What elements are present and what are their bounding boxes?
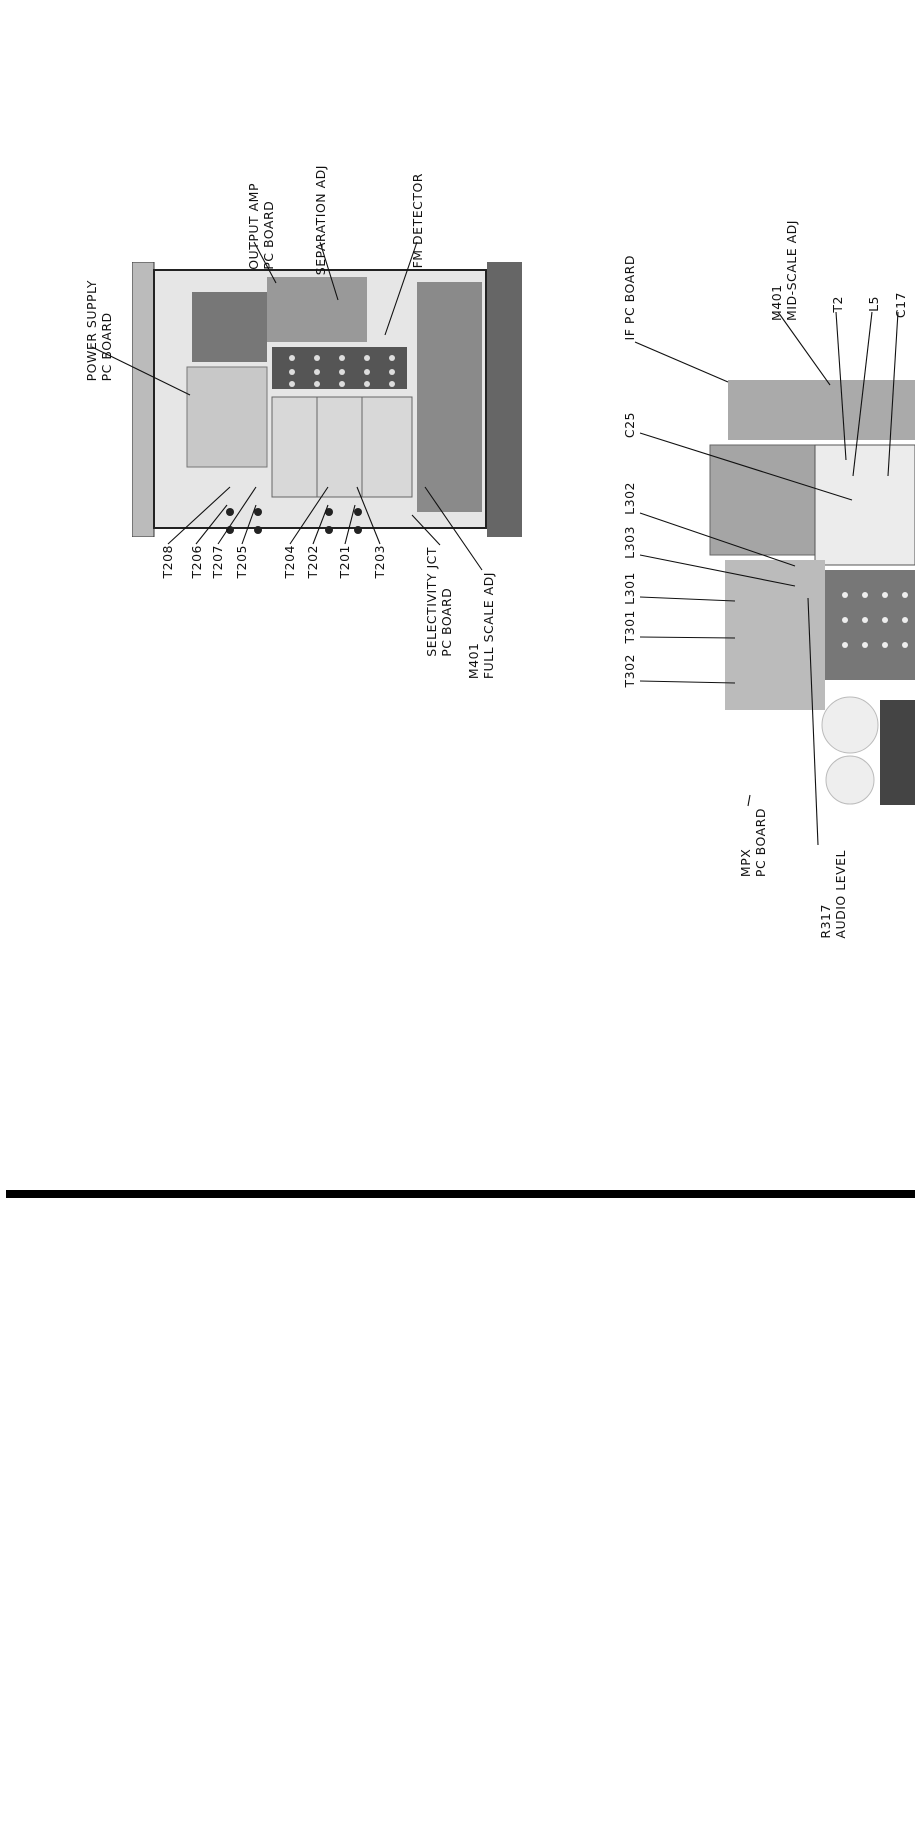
chassis-photo-left	[132, 262, 522, 537]
label-line: FULL SCALE ADJ	[481, 572, 496, 680]
label-t205: T205	[234, 545, 249, 579]
label-line: AUDIO LEVEL	[833, 850, 848, 939]
label-t201: T201	[337, 545, 352, 579]
label-t208: T208	[160, 545, 175, 579]
label-line: M401	[769, 284, 784, 322]
label-l5: L5	[866, 296, 881, 312]
label-separation-adj: SEPARATION ADJ	[313, 165, 328, 276]
page-divider-bar	[6, 1190, 915, 1198]
label-t202: T202	[305, 545, 320, 579]
label-line: PC BOARD	[99, 312, 114, 382]
label-line: PC BOARD	[753, 808, 768, 878]
label-l301: L301	[622, 572, 637, 605]
label-line: PC BOARD	[439, 587, 454, 657]
label-t203: T203	[372, 545, 387, 579]
label-fm-detector: FM DETECTOR	[410, 173, 425, 269]
label-t207: T207	[210, 545, 225, 579]
label-l302: L302	[622, 482, 637, 515]
chassis-illustration	[132, 262, 522, 537]
label-line: M401	[466, 642, 481, 680]
label-line: SELECTIVITY JCT	[424, 547, 439, 657]
board-illustration	[700, 370, 915, 805]
label-l303: L303	[622, 526, 637, 559]
label-t301: T301	[622, 610, 637, 644]
label-line: PC BOARD	[261, 200, 276, 270]
label-line: MPX	[738, 848, 753, 878]
label-line: R317	[818, 904, 833, 939]
leader-lines	[91, 241, 899, 846]
label-t206: T206	[189, 545, 204, 579]
label-line: OUTPUT AMP	[246, 183, 261, 270]
label-c17: C17	[893, 292, 908, 319]
label-t302: T302	[622, 654, 637, 688]
label-line: MID-SCALE ADJ	[784, 220, 799, 322]
label-t2: T2	[830, 296, 845, 313]
label-t204: T204	[282, 545, 297, 579]
label-c25: C25	[622, 412, 637, 439]
label-line: POWER SUPPLY	[84, 280, 99, 382]
label-if-pc-board: IF PC BOARD	[622, 255, 637, 341]
chassis-photo-right	[700, 370, 915, 805]
